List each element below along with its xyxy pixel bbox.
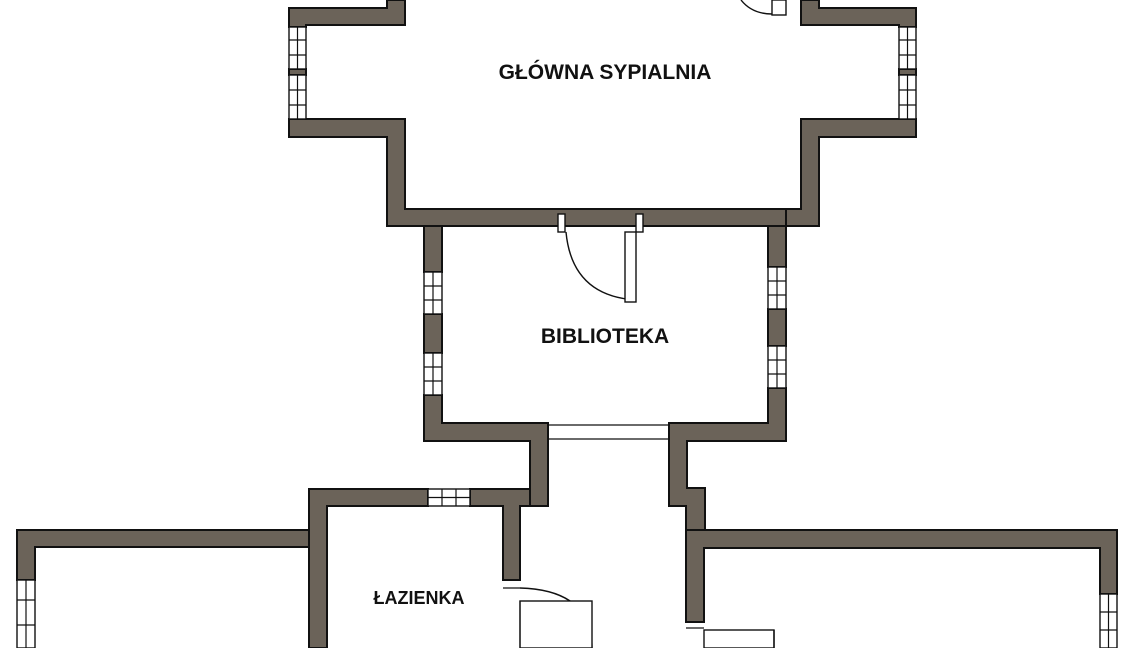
wall [767,225,787,268]
room-label-master-bedroom: GŁÓWNA SYPIALNIA [499,60,712,84]
wall [423,225,443,273]
wall [668,387,787,531]
bathroom-walls [308,488,531,648]
wall [800,0,917,28]
window-right-master [898,26,917,120]
door-master-top [740,0,787,16]
wall [785,118,917,227]
wall [767,308,787,347]
window-left-room [16,579,36,648]
door-bathroom [503,587,593,648]
wall [288,118,787,227]
window-library-left [423,271,443,396]
wall [288,0,406,28]
opening-library-bottom [548,424,669,440]
door-right-room [686,627,775,648]
window-right-room [1099,593,1118,648]
window-left-master [288,26,307,120]
right-room-walls [685,529,1118,623]
library-walls [423,225,787,531]
wall [288,68,307,76]
wall [685,529,1118,623]
wall [423,313,443,354]
window-library-right [767,266,787,389]
room-label-bathroom: ŁAZIENKA [374,588,465,608]
left-room-walls [16,529,310,581]
room-label-library: BIBLIOTEKA [541,325,669,348]
wall [16,529,310,581]
window-bathroom-top [427,488,471,507]
wall [423,394,549,507]
wall [898,68,917,76]
door-library [557,213,644,303]
master-bedroom-walls [288,0,917,227]
wall [308,488,429,648]
wall [469,488,531,581]
